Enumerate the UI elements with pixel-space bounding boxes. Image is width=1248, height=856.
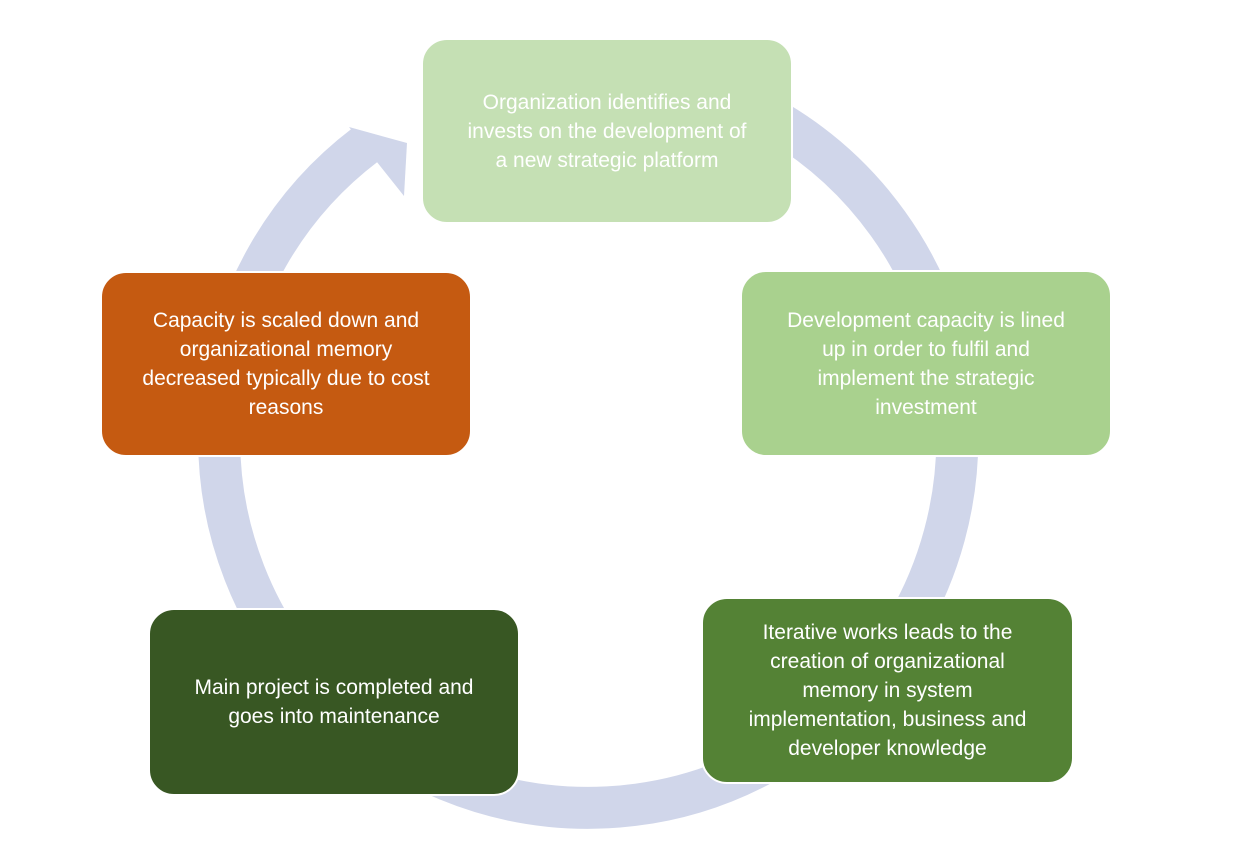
step-box-maintenance: Main project is completed and goes into … xyxy=(148,608,520,796)
step-box-capacity-scaled-down: Capacity is scaled down and organization… xyxy=(100,271,472,457)
step-box-strategic-platform: Organization identifies and invests on t… xyxy=(421,38,793,224)
step-text: Organization identifies and invests on t… xyxy=(467,90,747,172)
step-text: Development capacity is lined up in orde… xyxy=(787,308,1065,419)
step-text: Main project is completed and goes into … xyxy=(194,676,474,728)
step-box-development-capacity: Development capacity is lined up in orde… xyxy=(740,270,1112,457)
cycle-arrowhead-icon xyxy=(349,127,407,196)
step-box-iterative-works: Iterative works leads to the creation of… xyxy=(701,597,1074,784)
step-text: Capacity is scaled down and organization… xyxy=(142,309,430,419)
step-text: Iterative works leads to the creation of… xyxy=(748,621,1027,760)
